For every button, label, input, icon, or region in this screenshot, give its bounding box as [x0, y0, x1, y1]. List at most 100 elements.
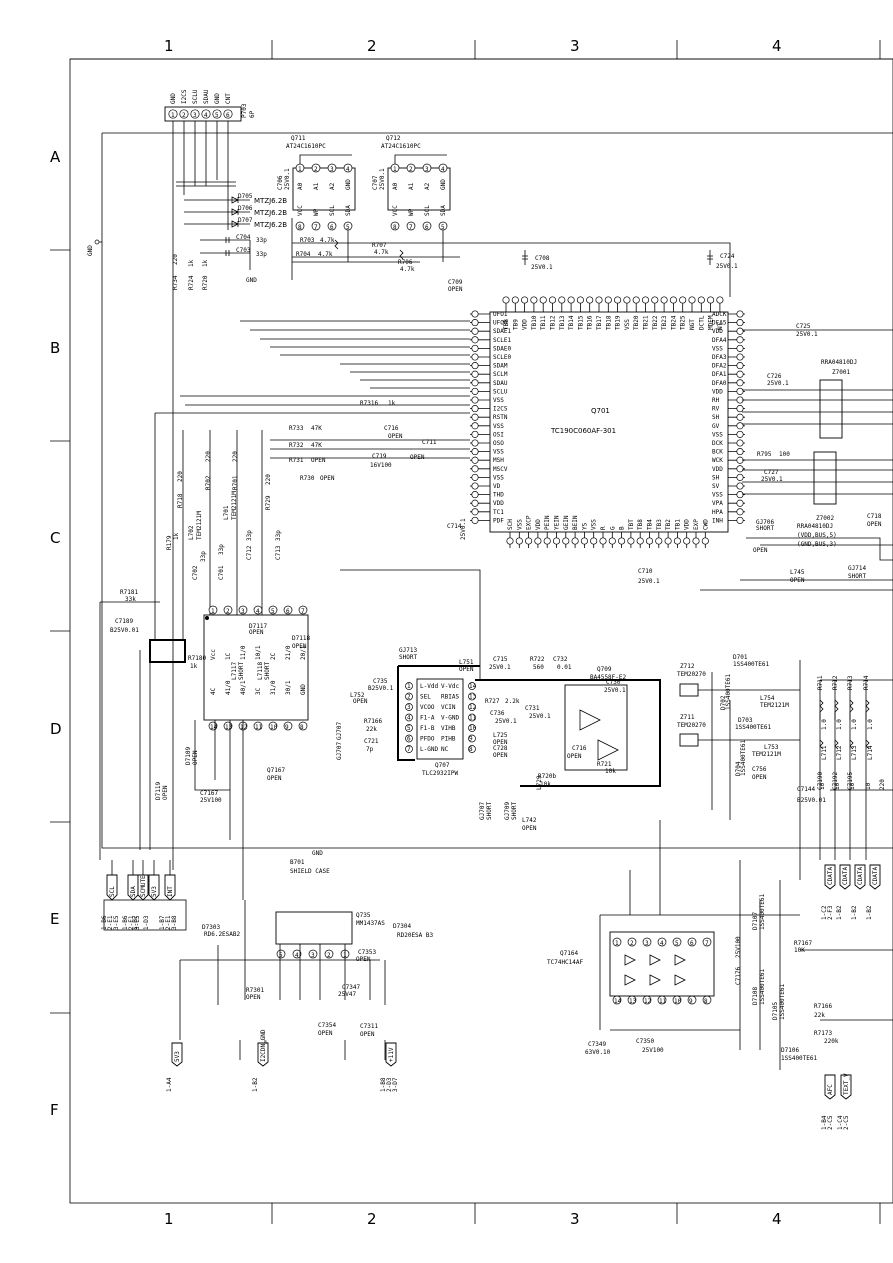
q701-pin-name: DFA3 [712, 354, 727, 361]
svg-text:TEM2121M: TEM2121M [231, 491, 238, 520]
offpage-ref: 2-F3 [827, 905, 834, 920]
svg-text:7p: 7p [366, 746, 374, 753]
offpage-connector [164, 874, 176, 901]
col-label-1b: 1 [164, 1210, 174, 1228]
svg-text:1SS400TE61: 1SS400TE61 [779, 983, 786, 1020]
q701-pin [471, 387, 479, 395]
offpage-connector [171, 1042, 183, 1067]
q7167-pin [208, 605, 218, 615]
svg-text:C704: C704 [236, 234, 251, 241]
pin-number: 11 [255, 724, 263, 731]
q701-pin [701, 537, 709, 545]
right-res-ref: R713 [847, 675, 854, 690]
q701-pin-name: BEIN [572, 515, 579, 530]
q701-pin-name: UFO1 [493, 311, 508, 318]
svg-text:R732: R732 [289, 442, 304, 449]
svg-text:1SS400TE61: 1SS400TE61 [781, 1055, 818, 1062]
svg-text:C709: C709 [448, 279, 463, 286]
q701-pin [471, 508, 479, 516]
q701-pin [645, 537, 654, 545]
q701-pin [552, 537, 561, 545]
svg-text:Z712: Z712 [680, 663, 695, 670]
svg-text:TC190C060AF-301: TC190C060AF-301 [550, 427, 616, 435]
q707-pin-name: NC [441, 746, 449, 753]
svg-text:GND: GND [246, 277, 257, 284]
svg-text:D7304: D7304 [393, 923, 411, 930]
connector-pin [168, 109, 178, 119]
offpage-ref: 1-B7 [132, 915, 139, 930]
q701-pin-name: TB13 [559, 315, 566, 330]
q701-pin [543, 537, 551, 545]
svg-text:C711: C711 [422, 439, 437, 446]
q701-pin [655, 537, 663, 545]
pin-number: 9 [689, 998, 693, 1005]
svg-text:R795: R795 [757, 451, 772, 458]
q707-bold [397, 665, 480, 761]
row-label-b: B [50, 339, 60, 357]
q701-pin-name: SH [712, 414, 720, 421]
q701-pin-name: SCLU [493, 388, 508, 395]
connector-pin [223, 109, 233, 119]
right-cap-ref: C7190 [817, 772, 824, 790]
svg-text:R730: R730 [300, 475, 315, 482]
q7164-pin [612, 995, 622, 1005]
q701-pin [736, 379, 744, 387]
pin-number: 5 [271, 608, 275, 615]
q7167-pin-name: 41/0 [225, 680, 232, 695]
pin-number: 8 [393, 224, 397, 231]
q7167-pin [283, 721, 293, 731]
svg-text:SHORT: SHORT [264, 662, 271, 680]
svg-text:16V100: 16V100 [370, 462, 392, 469]
eeprom-pin-name: A2 [424, 182, 431, 190]
offpage-connector [869, 864, 881, 890]
offpage-net: 5V3 [174, 1051, 181, 1062]
q701-pin-name: DFA1 [712, 371, 727, 378]
offpage-connector [106, 874, 118, 901]
pin-number: 4 [346, 166, 350, 173]
q707-pin-name: VCOO [420, 704, 435, 711]
pin-number: 3 [193, 112, 197, 119]
svg-text:OPEN: OPEN [522, 825, 537, 832]
q701-pin-name: VDD [535, 519, 542, 530]
pin-number: 5 [346, 224, 350, 231]
q701-pin [736, 327, 744, 335]
q701-pin-name: RH [712, 397, 720, 404]
q707-pin [468, 692, 476, 701]
svg-text:R729: R729 [265, 495, 272, 510]
zener-part: MTZJ6.2B [254, 197, 287, 205]
pin-number: 13 [629, 998, 637, 1005]
q701-pin-name: DFA2 [712, 363, 727, 370]
caps-top: C708 25V0.1 C724 25V0.1 C709 OPEN [448, 242, 738, 297]
offpage-net: AFC [827, 1084, 834, 1095]
svg-text:R7301: R7301 [246, 987, 264, 994]
pin-number: 4 [441, 166, 445, 173]
q701-pin [736, 430, 744, 438]
q701-pin-name: RV [712, 406, 720, 413]
q7167-pin-name: 1C [225, 652, 232, 660]
row-label-f: F [50, 1101, 59, 1119]
svg-text:C725: C725 [796, 323, 811, 330]
q701-pin [471, 362, 479, 370]
q707-pin [405, 682, 413, 690]
cap-c704-c703: C704 33p C703 33p GND [200, 234, 267, 284]
eeprom-ref: Q711 [291, 135, 306, 142]
q701-pin-name: TB24 [670, 315, 677, 330]
offpage-connector [824, 864, 836, 890]
inverter-gate [649, 954, 661, 966]
svg-text:2.2k: 2.2k [505, 698, 520, 705]
pin-number: 3 [330, 166, 334, 173]
zener-part: MTZJ6.2B [254, 209, 287, 217]
pin-number: 8 [300, 724, 304, 731]
svg-text:(GND,BUS,3): (GND,BUS,3) [797, 541, 837, 548]
q701-pin [471, 344, 479, 352]
q701-pin [636, 537, 644, 545]
svg-text:1k: 1k [188, 259, 195, 267]
zener-part: MTZJ6.2B [254, 221, 287, 229]
q701-left-bus [155, 320, 470, 459]
svg-text:SHORT: SHORT [238, 662, 245, 680]
eeprom-pin [406, 163, 416, 173]
q701-pin [736, 319, 744, 327]
